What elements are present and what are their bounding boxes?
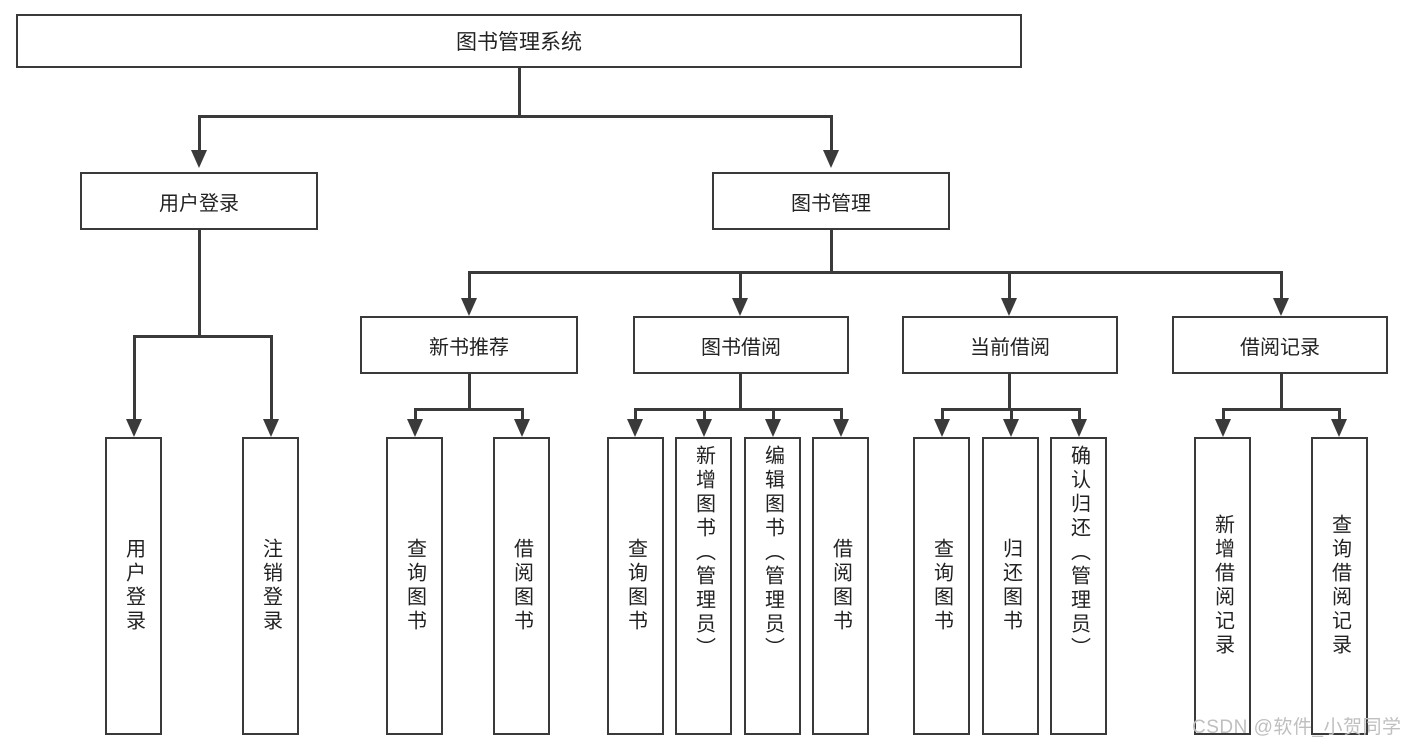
leaf-label: 归还图书 (999, 538, 1022, 634)
connector-bookmanage-drop-3 (1008, 271, 1011, 298)
leaf-label: 编辑图书（管理员） (761, 445, 784, 661)
connector-borrowrecord-drop-1 (1222, 408, 1225, 419)
connector-recommend-drop-2 (521, 408, 524, 419)
connector-bookborrow-drop-3 (772, 408, 775, 419)
connector-userlogin-drop-1 (133, 335, 136, 419)
arrow-to-borrow-record (1273, 298, 1289, 316)
leaf-label: 查询图书 (930, 538, 953, 634)
node-borrow-record[interactable]: 借阅记录 (1172, 316, 1388, 374)
arrow-to-leaf-confirm-return (1071, 419, 1087, 437)
arrow-to-leaf-query-record (1331, 419, 1347, 437)
leaf-borrow-book-recommend[interactable]: 借阅图书 (493, 437, 550, 735)
leaf-add-borrow-record[interactable]: 新增借阅记录 (1194, 437, 1251, 735)
arrow-to-new-book-recommend (461, 298, 477, 316)
connector-borrowrecord-stem (1280, 374, 1283, 408)
arrow-to-leaf-borrow-book-1 (514, 419, 530, 437)
connector-userlogin-stem (198, 230, 201, 335)
connector-bookborrow-drop-4 (840, 408, 843, 419)
watermark-text: CSDN @软件_小贺同学 (1192, 717, 1402, 738)
leaf-edit-book-admin[interactable]: 编辑图书（管理员） (744, 437, 801, 735)
leaf-label: 用户登录 (122, 538, 145, 634)
arrow-to-book-manage (823, 150, 839, 168)
connector-borrowrecord-drop-2 (1338, 408, 1341, 419)
node-label: 借阅记录 (1240, 336, 1320, 359)
arrow-to-current-borrow (1001, 298, 1017, 316)
connector-bookborrow-drop-2 (703, 408, 706, 419)
leaf-logout[interactable]: 注销登录 (242, 437, 299, 735)
leaf-query-borrow-record[interactable]: 查询借阅记录 (1311, 437, 1368, 735)
node-label: 图书借阅 (701, 336, 781, 359)
connector-userlogin-bar (133, 335, 270, 338)
connector-currentborrow-drop-1 (941, 408, 944, 419)
connector-bookmanage-bar (468, 271, 1280, 274)
arrow-to-book-borrow (732, 298, 748, 316)
connector-currentborrow-stem (1008, 374, 1011, 408)
leaf-return-book[interactable]: 归还图书 (982, 437, 1039, 735)
connector-bookmanage-drop-4 (1280, 271, 1283, 298)
leaf-label: 查询图书 (403, 538, 426, 634)
connector-bookborrow-bar (634, 408, 841, 411)
leaf-query-book-current[interactable]: 查询图书 (913, 437, 970, 735)
connector-recommend-bar (414, 408, 524, 411)
connector-bookmanage-stem (830, 230, 833, 271)
connector-bookborrow-drop-1 (634, 408, 637, 419)
leaf-label: 确认归还（管理员） (1067, 445, 1090, 661)
connector-currentborrow-drop-2 (1010, 408, 1013, 419)
csdn-watermark: CSDN @软件_小贺同学 (1192, 712, 1401, 739)
connector-borrowrecord-bar (1222, 408, 1340, 411)
arrow-to-leaf-query-book-1 (407, 419, 423, 437)
connector-bookborrow-stem (739, 374, 742, 408)
arrow-to-leaf-add-record (1215, 419, 1231, 437)
node-label: 图书管理系统 (456, 31, 582, 54)
connector-root-drop-left (198, 115, 201, 150)
arrow-to-leaf-add-book (696, 419, 712, 437)
node-user-login[interactable]: 用户登录 (80, 172, 318, 230)
arrow-to-leaf-edit-book (765, 419, 781, 437)
connector-userlogin-drop-2 (270, 335, 273, 419)
arrow-to-leaf-query-book-2 (627, 419, 643, 437)
leaf-borrow-book[interactable]: 借阅图书 (812, 437, 869, 735)
leaf-label: 新增图书（管理员） (692, 445, 715, 661)
leaf-query-book-recommend[interactable]: 查询图书 (386, 437, 443, 735)
arrow-to-leaf-user-login (126, 419, 142, 437)
leaf-label: 注销登录 (259, 538, 282, 634)
node-label: 用户登录 (159, 192, 239, 215)
connector-recommend-stem (468, 374, 471, 408)
connector-currentborrow-drop-3 (1078, 408, 1081, 419)
arrow-to-user-login (191, 150, 207, 168)
arrow-to-leaf-borrow-book-2 (833, 419, 849, 437)
leaf-label: 借阅图书 (510, 538, 533, 634)
connector-bookmanage-drop-2 (739, 271, 742, 298)
leaf-label: 查询借阅记录 (1328, 514, 1351, 658)
node-new-book-recommend[interactable]: 新书推荐 (360, 316, 578, 374)
connector-root-bar (198, 115, 832, 118)
node-label: 新书推荐 (429, 336, 509, 359)
connector-root-drop-right (830, 115, 833, 150)
leaf-label: 查询图书 (624, 538, 647, 634)
arrow-to-leaf-query-book-3 (934, 419, 950, 437)
leaf-user-login[interactable]: 用户登录 (105, 437, 162, 735)
node-label: 当前借阅 (970, 336, 1050, 359)
leaf-label: 新增借阅记录 (1211, 514, 1234, 658)
node-book-borrow[interactable]: 图书借阅 (633, 316, 849, 374)
arrow-to-leaf-return-book (1003, 419, 1019, 437)
node-root-system[interactable]: 图书管理系统 (16, 14, 1022, 68)
node-current-borrow[interactable]: 当前借阅 (902, 316, 1118, 374)
leaf-label: 借阅图书 (829, 538, 852, 634)
connector-bookmanage-drop-1 (468, 271, 471, 298)
node-book-manage[interactable]: 图书管理 (712, 172, 950, 230)
leaf-add-book-admin[interactable]: 新增图书（管理员） (675, 437, 732, 735)
connector-recommend-drop-1 (414, 408, 417, 419)
leaf-query-book-borrow[interactable]: 查询图书 (607, 437, 664, 735)
arrow-to-leaf-logout (263, 419, 279, 437)
connector-root-stem (518, 68, 521, 115)
node-label: 图书管理 (791, 192, 871, 215)
leaf-confirm-return-admin[interactable]: 确认归还（管理员） (1050, 437, 1107, 735)
